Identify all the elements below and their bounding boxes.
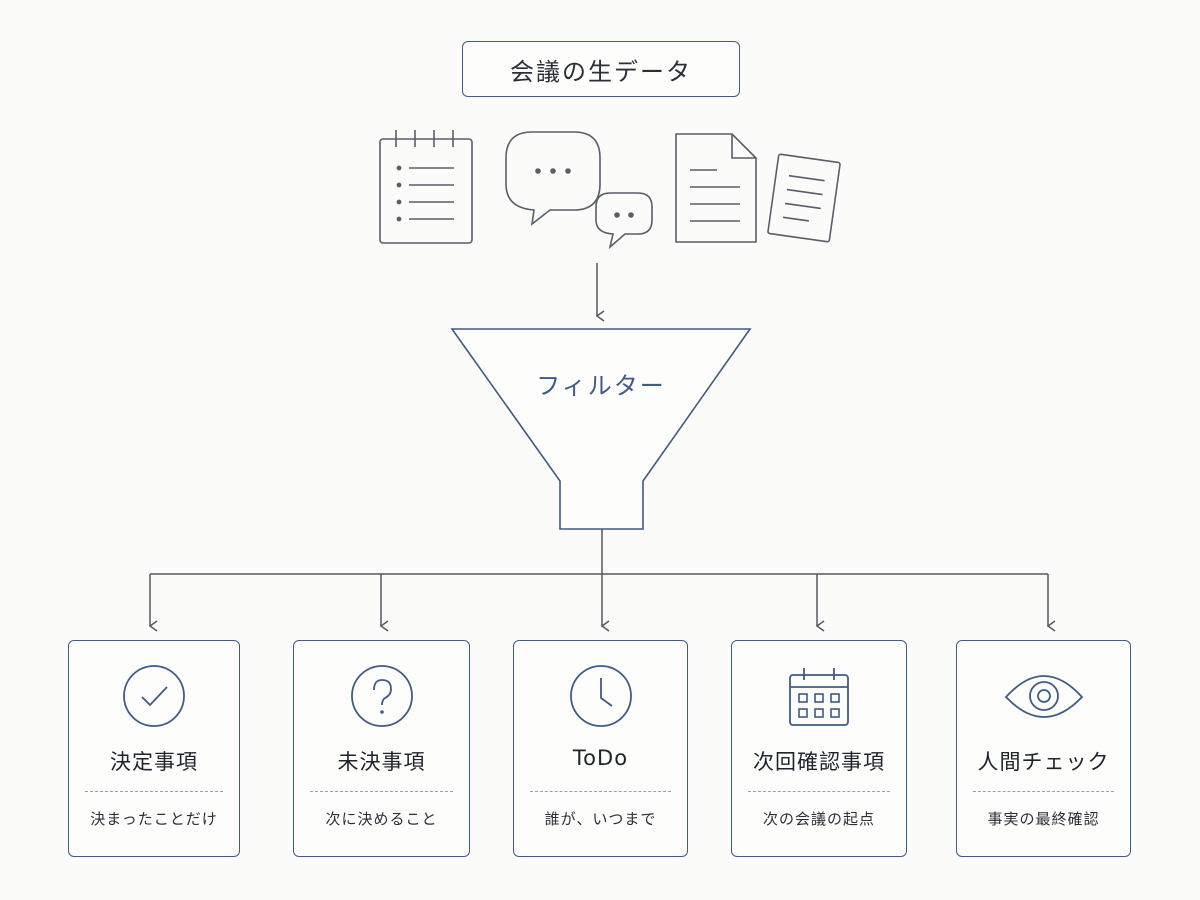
- source-title: 会議の生データ: [510, 57, 692, 86]
- output-card-decisions: 決定事項 決まったことだけ: [68, 640, 240, 857]
- card-title: 人間チェック: [977, 750, 1110, 774]
- card-subtitle: 事実の最終確認: [987, 810, 1100, 828]
- card-divider: [748, 791, 890, 792]
- question-circle-icon: [350, 665, 413, 727]
- clock-icon: [569, 665, 632, 727]
- card-subtitle: 次の会議の起点: [762, 810, 875, 828]
- paper-sheet-icon: [767, 153, 841, 243]
- notepad-icon: [379, 130, 473, 244]
- calendar-icon: [789, 668, 849, 726]
- source-title-box: 会議の生データ: [462, 41, 740, 97]
- card-divider: [310, 791, 453, 792]
- output-card-pending: 未決事項 次に決めること: [293, 640, 470, 857]
- card-title: ToDo: [572, 746, 629, 770]
- speech-bubbles-icon: [505, 131, 653, 250]
- output-card-next-check: 次回確認事項 次の会議の起点: [731, 640, 907, 857]
- card-subtitle: 決まったことだけ: [90, 810, 218, 828]
- eye-icon: [1004, 675, 1083, 718]
- card-divider: [973, 791, 1114, 792]
- distribution-connectors: [148, 529, 1056, 632]
- card-divider: [530, 791, 671, 792]
- filter-funnel: [450, 328, 752, 530]
- card-divider: [85, 791, 223, 792]
- card-title: 未決事項: [337, 750, 426, 774]
- card-subtitle: 誰が、いつまで: [544, 810, 657, 828]
- filter-label: フィルター: [536, 372, 666, 400]
- output-card-todo: ToDo 誰が、いつまで: [513, 640, 688, 857]
- checkmark-circle-icon: [123, 665, 185, 727]
- card-title: 次回確認事項: [753, 750, 885, 774]
- output-card-human-check: 人間チェック 事実の最終確認: [956, 640, 1131, 857]
- document-icon: [675, 133, 757, 243]
- card-subtitle: 次に決めること: [325, 810, 438, 828]
- card-title: 決定事項: [110, 750, 198, 774]
